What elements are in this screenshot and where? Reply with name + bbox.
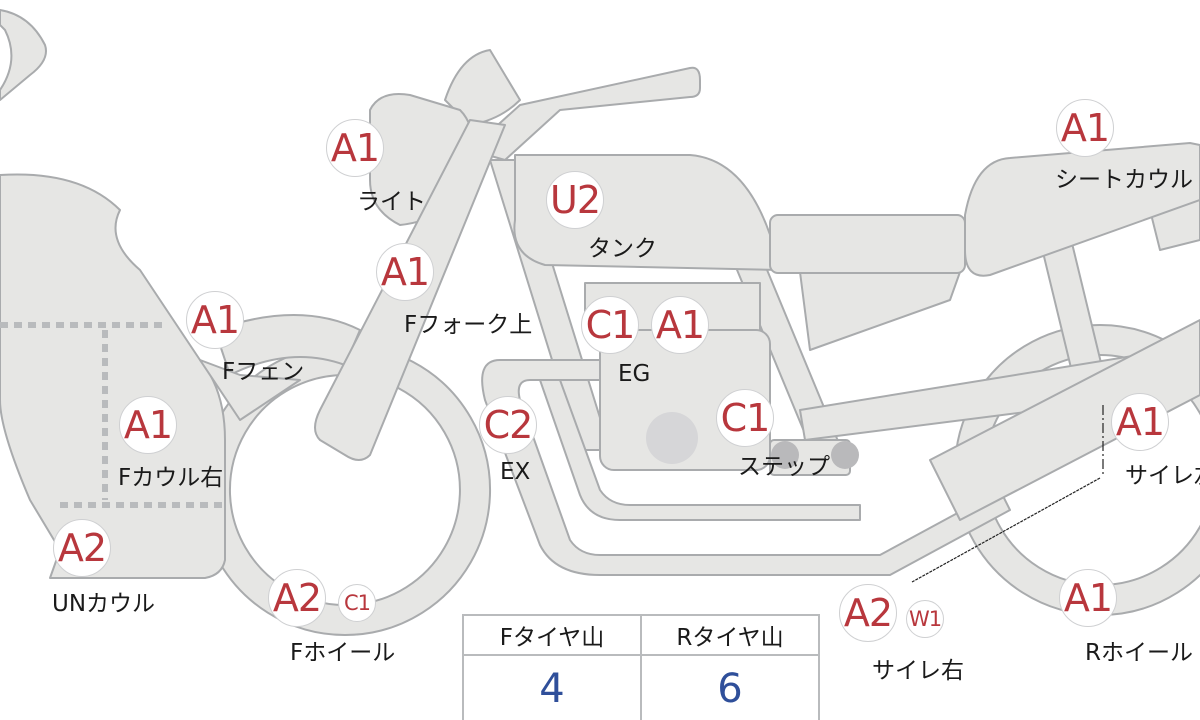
part-label-seat-cowl: シートカウル <box>1055 167 1193 193</box>
part-label-under-cowl: UNカウル <box>52 591 156 617</box>
front-cowl-shape <box>0 9 47 101</box>
grade-badge-engine-1: C1 <box>581 296 639 354</box>
grade-badge-step: C1 <box>716 389 774 447</box>
part-label-silencer-right: サイレ右 <box>872 658 964 684</box>
part-label-silencer-left: サイレ左 <box>1125 463 1200 489</box>
grade-badge-r-wheel: A1 <box>1059 569 1117 627</box>
part-label-engine: EG <box>618 361 651 387</box>
handlebar-shape <box>469 66 701 161</box>
grade-badge-silencer-right-2: W1 <box>906 600 944 638</box>
grade-badge-f-wheel-1: A2 <box>268 569 326 627</box>
part-label-step: ステップ <box>738 454 830 480</box>
front-tire-tread-value: 4 <box>462 654 642 720</box>
rear-tire-tread-value: 6 <box>640 654 820 720</box>
grade-badge-exhaust: C2 <box>479 396 537 454</box>
part-label-f-fork-upper: Fフォーク上 <box>404 312 533 338</box>
grade-badge-f-fork-upper: A1 <box>376 243 434 301</box>
part-label-f-fender: Fフェン <box>222 359 305 385</box>
grade-badge-f-fender: A1 <box>186 291 244 349</box>
grade-badge-seat-cowl: A1 <box>1056 99 1114 157</box>
silencer-shape <box>929 319 1200 521</box>
grade-badge-f-wheel-2: C1 <box>338 584 376 622</box>
exhaust-shape <box>481 359 1011 576</box>
grade-badge-under-cowl: A2 <box>53 519 111 577</box>
grade-badge-tank: U2 <box>546 171 604 229</box>
part-label-exhaust: EX <box>500 459 531 485</box>
grade-badge-silencer-right-1: A2 <box>839 584 897 642</box>
tire-tread-table: Fタイヤ山 Rタイヤ山 4 6 <box>462 614 820 720</box>
grade-badge-f-cowl-right: A1 <box>119 396 177 454</box>
seat-cowl-shape <box>964 142 1200 277</box>
part-label-f-wheel: Fホイール <box>290 640 396 666</box>
front-tire-tread-header: Fタイヤ山 <box>462 614 642 656</box>
grade-badge-engine-2: A1 <box>651 296 709 354</box>
rear-tire-tread-header: Rタイヤ山 <box>640 614 820 656</box>
part-label-tank: タンク <box>588 236 657 262</box>
part-label-r-wheel: Rホイール <box>1085 640 1193 666</box>
seat-shape <box>769 214 966 274</box>
grade-badge-light: A1 <box>326 119 384 177</box>
part-label-f-cowl-right: Fカウル右 <box>118 465 224 491</box>
grade-badge-silencer-left: A1 <box>1111 393 1169 451</box>
part-label-light: ライト <box>357 189 426 215</box>
